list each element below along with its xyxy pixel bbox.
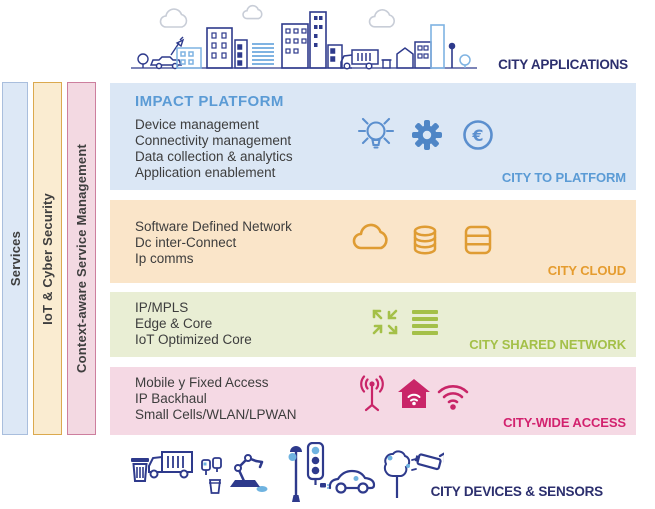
traffic-light-icon (306, 442, 325, 485)
antenna-icon (170, 36, 185, 56)
layer-tag: CITY TO PLATFORM (501, 170, 626, 185)
rail-label: IoT & Cyber Security (40, 192, 55, 325)
resize-arrows-icon (372, 309, 398, 335)
layer-feature-list: IP/MPLS Edge & Core IoT Optimized Core (135, 300, 252, 348)
building-icon (414, 41, 432, 69)
tree-icon (459, 54, 471, 68)
trash-bin-icon (381, 59, 392, 69)
feature-line: Dc inter-Connect (135, 235, 237, 250)
feature-line: Small Cells/WLAN/LPWAN (135, 407, 297, 422)
street-lamp-icon (288, 446, 302, 502)
cloud-icon (368, 9, 395, 28)
server-icon (464, 225, 492, 255)
cctv-camera-icon (406, 452, 444, 471)
feature-line: Ip comms (135, 251, 194, 266)
impact-platform-title: IMPACT PLATFORM (135, 93, 284, 110)
building-icon (327, 44, 343, 69)
layer-city-shared-network: IP/MPLS Edge & Core IoT Optimized Core C… (110, 292, 636, 357)
truck-icon (340, 49, 379, 70)
layer-tag: CITY-WIDE ACCESS (503, 415, 626, 430)
tree-icon (383, 450, 411, 498)
building-icon (309, 11, 327, 69)
feature-line: Edge & Core (135, 316, 213, 331)
building-icon (252, 43, 274, 65)
city-skyline-illustration (131, 5, 477, 70)
building-icon (206, 27, 233, 69)
list-bars-icon (412, 310, 438, 335)
cloud-icon (352, 223, 388, 250)
layer-feature-list: Device management Connectivity managemen… (135, 117, 293, 181)
feature-line: Data collection & analytics (135, 149, 293, 164)
feature-line: Mobile y Fixed Access (135, 375, 269, 390)
tree-icon (137, 53, 149, 68)
parking-meters-icon (201, 457, 222, 494)
rail-iot-cyber-security: IoT & Cyber Security (33, 82, 62, 435)
feature-line: Software Defined Network (135, 219, 292, 234)
layer-city-wide-access: Mobile y Fixed Access IP Backhaul Small … (110, 367, 636, 435)
feature-line: IoT Optimized Core (135, 332, 252, 347)
euro-coin-icon: € (463, 120, 493, 150)
layer-feature-list: Software Defined Network Dc inter-Connec… (135, 219, 292, 267)
car-icon (320, 469, 376, 494)
wifi-icon (437, 385, 469, 410)
building-icon (396, 47, 414, 69)
trash-bin-icon (131, 458, 149, 482)
lightbulb-icon (357, 117, 395, 149)
cloud-icon (242, 5, 263, 20)
building-icon (430, 24, 445, 69)
feature-line: IP/MPLS (135, 300, 189, 315)
rail-label: Services (7, 230, 23, 287)
database-icon (413, 225, 437, 255)
truck-icon (148, 451, 193, 479)
feature-line: IP Backhaul (135, 391, 207, 406)
layer-city-cloud: Software Defined Network Dc inter-Connec… (110, 200, 636, 283)
building-icon (281, 23, 309, 69)
layer-tag: CITY SHARED NETWORK (469, 337, 626, 352)
building-icon (234, 39, 248, 69)
gear-icon (412, 120, 442, 150)
robot-arm-icon (230, 454, 268, 492)
antenna-icon (360, 375, 384, 412)
layer-tag: CITY CLOUD (547, 263, 626, 278)
feature-line: Connectivity management (135, 133, 292, 148)
street-lamp-icon (448, 42, 456, 68)
building-icon (176, 47, 202, 69)
city-applications-label: CITY APPLICATIONS (498, 57, 628, 72)
city-devices-illustration (131, 442, 444, 502)
layer-city-to-platform: IMPACT PLATFORM Device management Connec… (110, 83, 636, 190)
feature-line: Device management (135, 117, 259, 132)
rail-context-aware-service-management: Context-aware Service Management (67, 82, 96, 435)
city-devices-label: CITY DEVICES & SENSORS (430, 484, 604, 499)
rail-services: Services (2, 82, 28, 435)
rail-label: Context-aware Service Management (74, 144, 89, 373)
layer-feature-list: Mobile y Fixed Access IP Backhaul Small … (135, 375, 297, 423)
cloud-icon (159, 8, 188, 28)
svg-text:€: € (471, 126, 483, 145)
feature-line: Application enablement (135, 165, 276, 180)
smart-home-wifi-icon (398, 379, 430, 408)
